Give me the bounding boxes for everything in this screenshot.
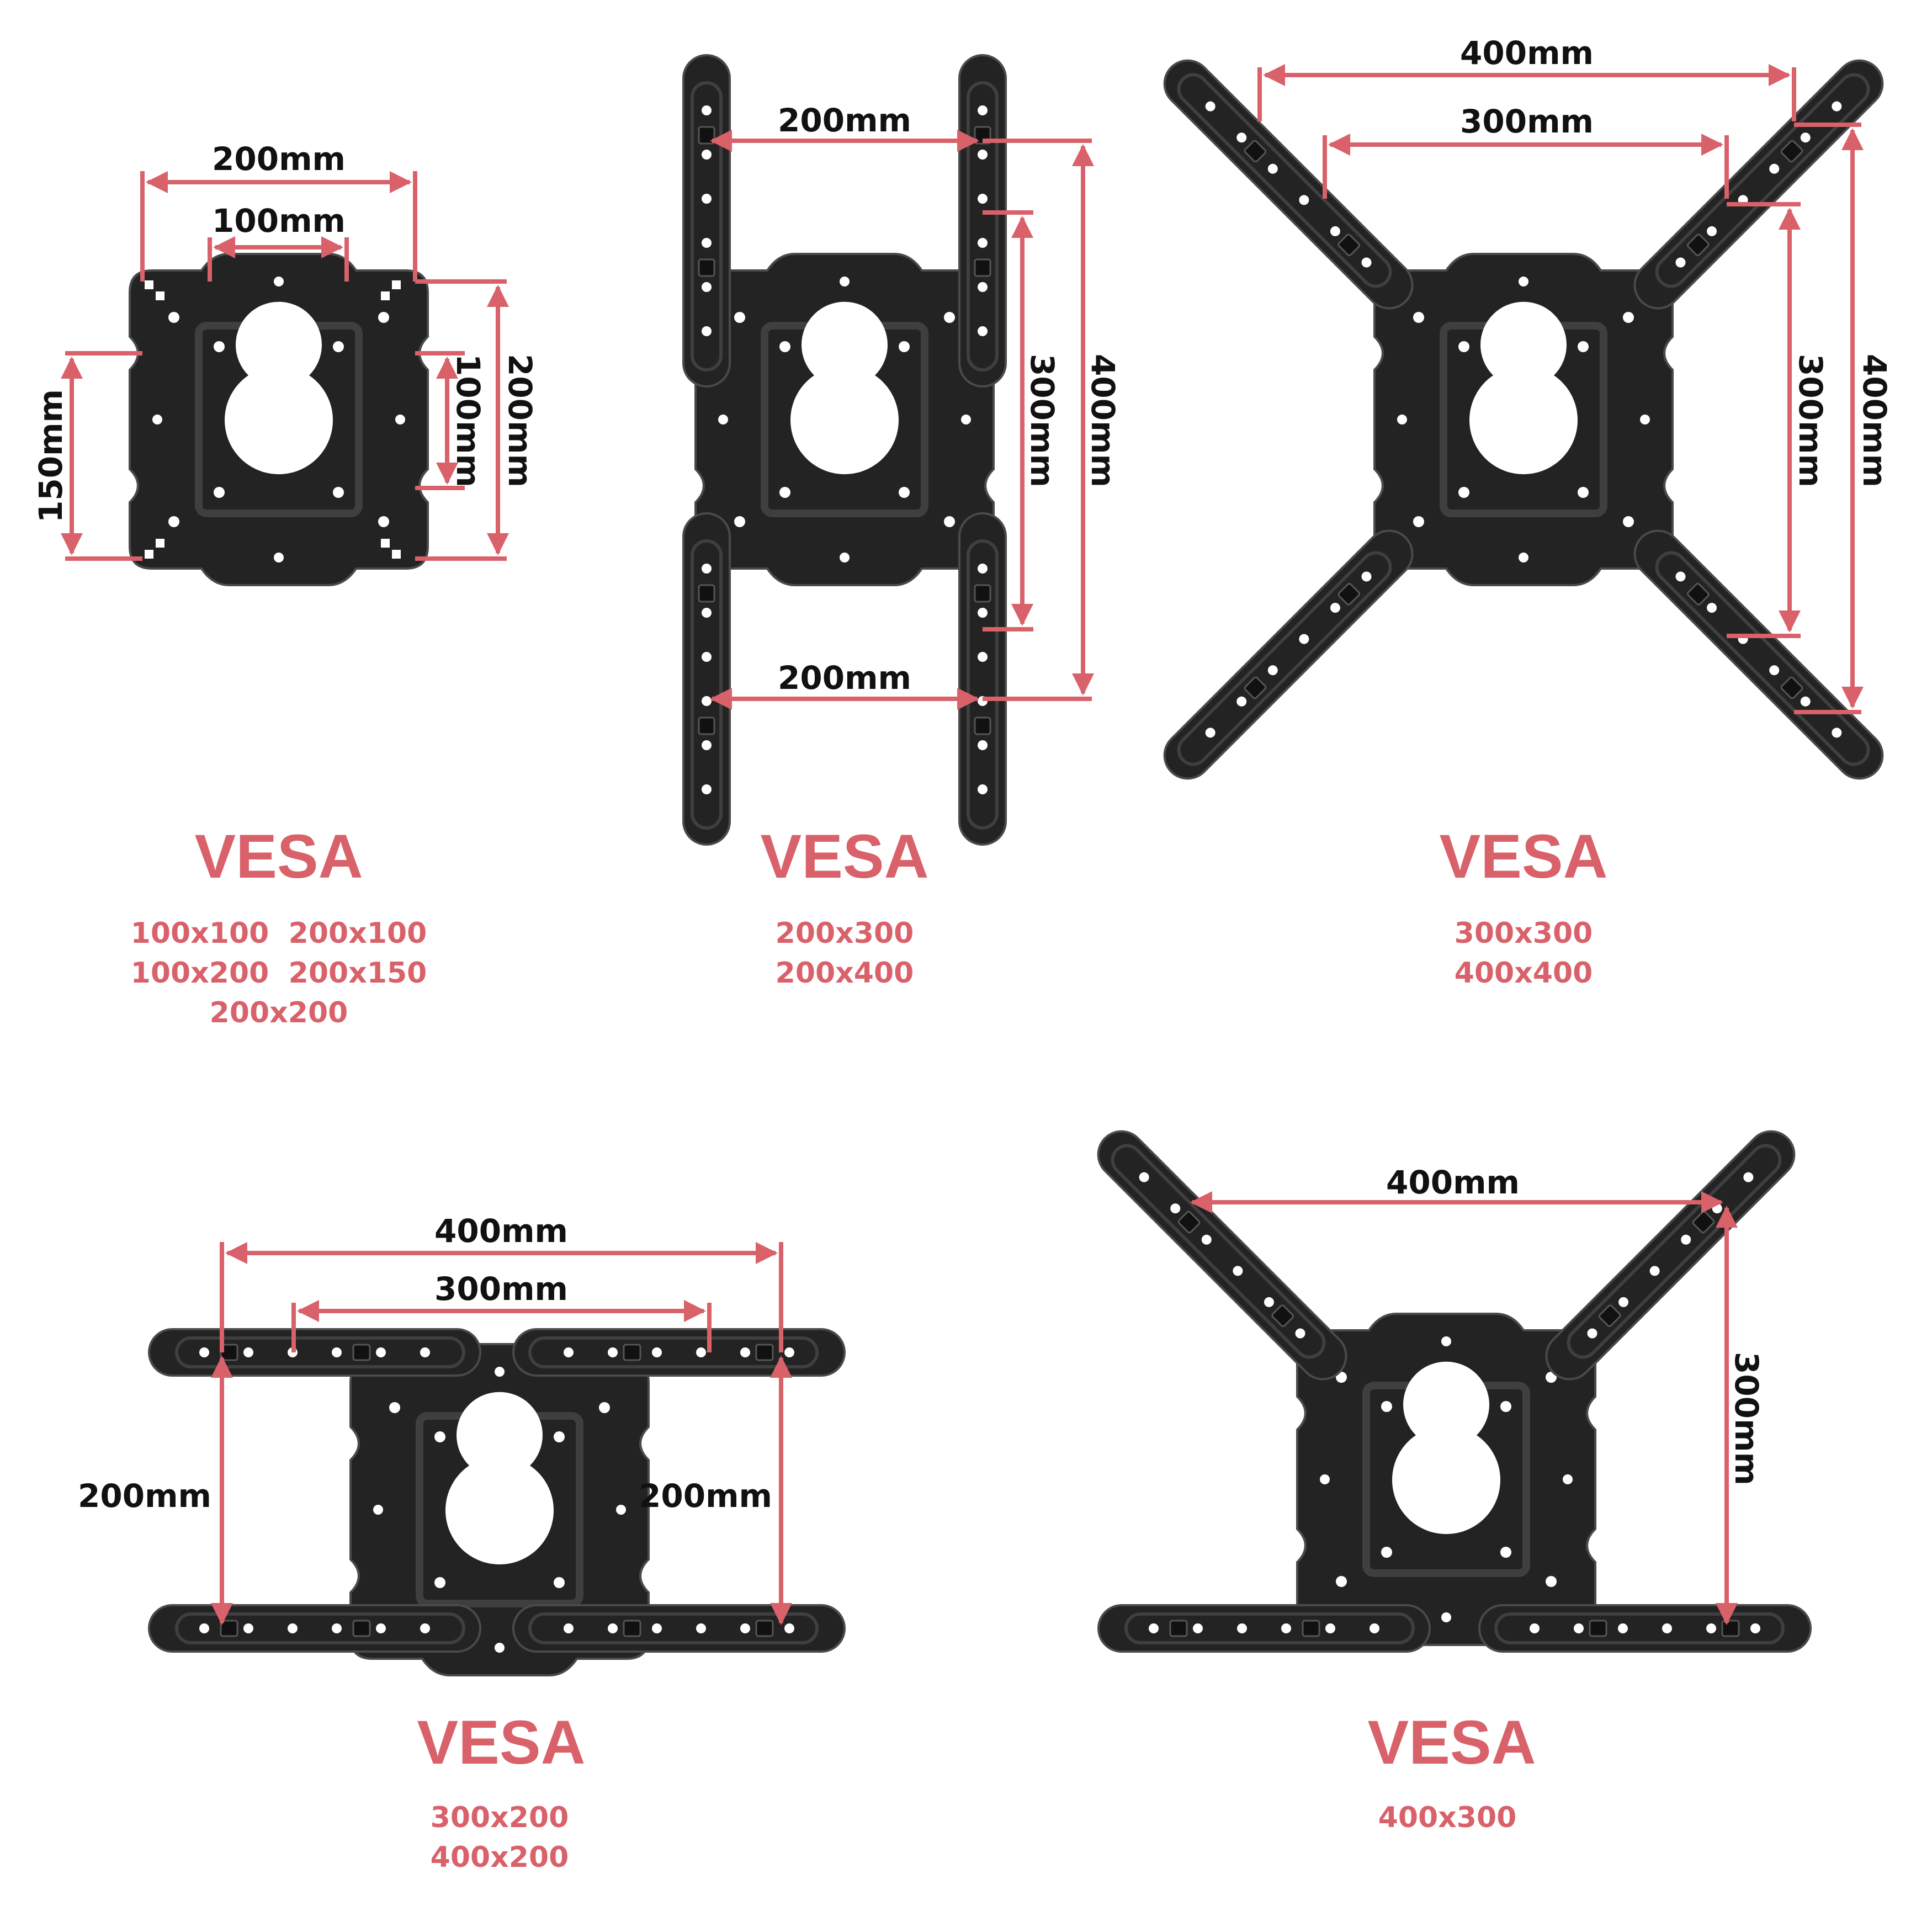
panel-3-size-2: 400x400 (1455, 957, 1593, 990)
panel-4-middle-label: 200mm (639, 1477, 772, 1515)
panel-3-vesa-title: VESA (1440, 822, 1608, 891)
panel-3-right-outer-label: 400mm (1856, 354, 1893, 487)
panel-1-size-3: 100x200 (131, 957, 269, 990)
panel-4-left-label: 200mm (78, 1477, 211, 1515)
panel-1-size-5: 200x200 (210, 996, 348, 1029)
panel-4-top-outer-label: 400mm (434, 1212, 568, 1250)
panel-4-vesa-title: VESA (417, 1708, 586, 1777)
panel-1-bracket (130, 254, 428, 585)
panel-3-right-inner-label: 300mm (1792, 354, 1829, 487)
panel-4-top-inner-label: 300mm (434, 1270, 568, 1308)
panel-3-size-1: 300x300 (1455, 917, 1593, 950)
panel-2-top-label: 200mm (778, 102, 911, 139)
panel-1-size-2: 200x100 (289, 917, 427, 950)
panel-1-left-label: 150mm (32, 389, 70, 523)
panel-5-vesa-title: VESA (1368, 1708, 1536, 1777)
panel-2-size-2: 200x400 (776, 957, 914, 990)
panel-2-size-1: 200x300 (776, 917, 914, 950)
panel-5-size-1: 400x300 (1378, 1801, 1517, 1834)
panel-5-top-label: 400mm (1386, 1164, 1520, 1201)
panel-4-size-1: 300x200 (431, 1801, 569, 1834)
panel-4-dimensions (211, 1242, 792, 1625)
panel-3-top-outer-label: 400mm (1460, 34, 1594, 72)
panel-1-size-4: 200x150 (289, 957, 427, 990)
panel-3-bracket (1155, 51, 1892, 788)
panel-2-right-outer-label: 400mm (1084, 354, 1122, 487)
panel-2-right-inner-label: 300mm (1023, 354, 1061, 487)
panel-2-vesa-title: VESA (761, 822, 929, 891)
panel-2-dimensions (710, 130, 1094, 710)
panel-1-right-outer-label: 200mm (501, 354, 539, 487)
panel-4-size-2: 400x200 (431, 1841, 569, 1874)
panel-2-bracket (683, 55, 1006, 845)
panel-5-dimensions (1190, 1191, 1738, 1625)
panel-5-right-label: 300mm (1728, 1352, 1765, 1485)
panel-3-dimensions (1257, 64, 1864, 714)
panel-1-right-inner-label: 100mm (449, 354, 487, 487)
panel-1-dimensions (61, 171, 509, 561)
panel-1-top-outer-label: 200mm (212, 140, 346, 178)
panel-2-bottom-label: 200mm (778, 659, 911, 697)
panel-3-top-inner-label: 300mm (1460, 103, 1594, 140)
panel-1-top-inner-label: 100mm (212, 202, 346, 240)
panel-1-vesa-title: VESA (195, 822, 363, 891)
panel-1-size-1: 100x100 (131, 917, 269, 950)
